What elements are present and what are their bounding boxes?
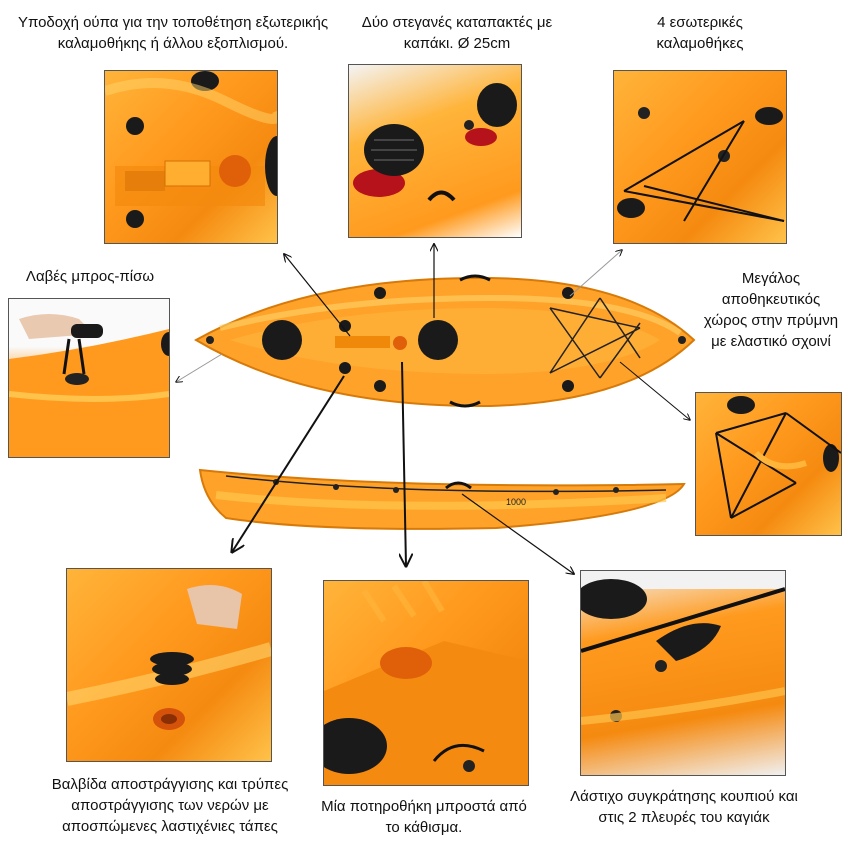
caption-drain-valve: Βαλβίδα αποστράγγισης και τρύπες αποστρά… <box>51 776 289 835</box>
caption-paddle-bungee: Λάστιχο συγκράτησης κουπιού και στις 2 π… <box>570 788 798 826</box>
caption-drink-holder: Μία ποτηροθήκη μπροστά από το κάθισμα. <box>321 798 527 836</box>
photo-cup-holder-mount <box>104 70 278 244</box>
photo-paddle-bungee <box>580 570 786 776</box>
photo-stern-storage <box>695 392 842 536</box>
caption-cup-holder-mount: Υποδοχή ούπα για την τοποθέτηση εξωτερικ… <box>17 14 329 52</box>
photo-hatches <box>348 64 522 238</box>
caption-stern-storage: Μεγάλος αποθηκευτικός χώρος στην πρύμνη … <box>703 270 839 350</box>
photo-drink-holder <box>323 580 529 786</box>
photo-drain-valve <box>66 568 272 762</box>
photo-handles <box>8 298 170 458</box>
photo-rod-holders <box>613 70 787 244</box>
kayak-side-view: 1000 <box>198 468 686 530</box>
caption-rod-holders: 4 εσωτερικές καλαμοθήκες <box>656 14 744 52</box>
caption-hatches: Δύο στεγανές καταπακτές με καπάκι. Ø 25c… <box>361 14 553 52</box>
caption-handles: Λαβές μπρος-πίσω <box>25 268 155 285</box>
kayak-top-view <box>194 274 696 408</box>
svg-text:1000: 1000 <box>506 497 526 507</box>
